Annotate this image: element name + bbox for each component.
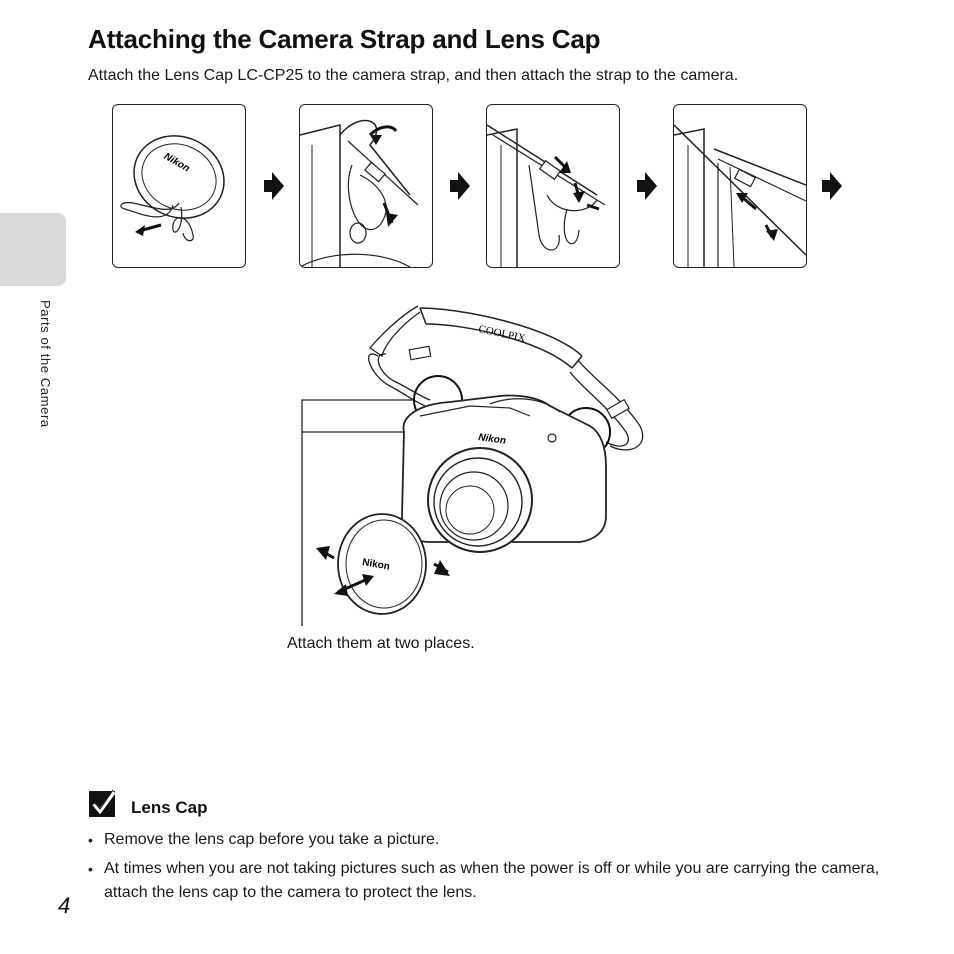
looping-cord-illustration bbox=[487, 124, 606, 267]
step-arrow-icon bbox=[264, 172, 284, 200]
camera-brand-text: Nikon bbox=[478, 432, 507, 447]
note-bullet-text: At times when you are not taking picture… bbox=[104, 860, 880, 901]
strap-brand-text: COOLPIX bbox=[477, 323, 526, 345]
page-title: Attaching the Camera Strap and Lens Cap bbox=[88, 24, 601, 54]
side-tab-label: Parts of the Camera bbox=[38, 300, 53, 428]
threading-cord-illustration bbox=[300, 119, 419, 267]
step-3-panel bbox=[486, 104, 620, 268]
illustration-caption: Attach them at two places. bbox=[287, 635, 475, 652]
checkmark-box-icon bbox=[89, 789, 116, 817]
note-bullet-text: Remove the lens cap before you take a pi… bbox=[104, 831, 440, 848]
side-tab bbox=[0, 213, 66, 286]
step-1-panel: Nikon bbox=[112, 104, 246, 268]
intro-text: Attach the Lens Cap LC-CP25 to the camer… bbox=[88, 67, 739, 84]
bullet-icon: • bbox=[88, 832, 93, 848]
page-number: 4 bbox=[58, 893, 71, 918]
tightening-strap-illustration bbox=[674, 124, 806, 267]
step-arrow-icon bbox=[450, 172, 470, 200]
note-heading: Lens Cap bbox=[131, 798, 208, 817]
step-4-panel bbox=[673, 104, 807, 268]
lens-cap-with-cord-illustration: Nikon bbox=[120, 135, 225, 242]
step-2-panel bbox=[299, 104, 433, 268]
step-arrow-icon bbox=[822, 172, 842, 200]
camera-with-strap-illustration: COOLPIX Nikon Nikon bbox=[301, 305, 644, 626]
bullet-icon: • bbox=[88, 861, 93, 877]
step-arrow-icon bbox=[637, 172, 657, 200]
lens-cap-brand-text: Nikon bbox=[361, 557, 390, 573]
